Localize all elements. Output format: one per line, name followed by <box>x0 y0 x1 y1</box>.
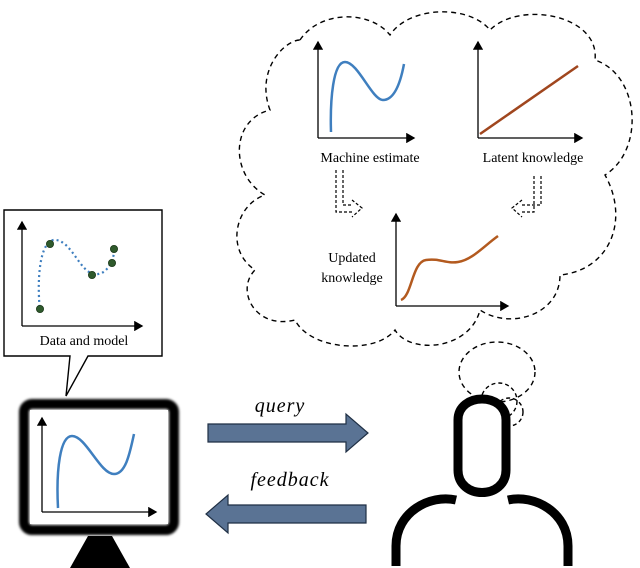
latent-knowledge-label: Latent knowledge <box>483 151 584 166</box>
updated-knowledge-curve <box>400 234 499 302</box>
latent-knowledge-line <box>479 64 579 136</box>
monitor-icon <box>19 399 179 568</box>
data-and-model-label: Data and model <box>40 334 129 349</box>
feedback-label: feedback <box>250 469 329 491</box>
query-arrow: query <box>207 395 369 454</box>
latent-knowledge-plot: Latent knowledge <box>472 40 584 166</box>
monitor-screen-curve <box>56 433 136 509</box>
data-model-callout: Data and model <box>3 209 163 397</box>
thought-cloud <box>236 11 633 427</box>
updated-knowledge-plot: Updated knowledge <box>321 212 510 312</box>
merge-arrow-left <box>335 170 363 218</box>
model-fit-curve <box>37 238 117 313</box>
merge-arrow-right <box>511 176 542 218</box>
updated-knowledge-label-2: knowledge <box>321 271 382 286</box>
updated-knowledge-label-1: Updated <box>328 251 375 266</box>
data-points <box>36 239 119 313</box>
machine-estimate-plot: Machine estimate <box>312 40 420 166</box>
person-icon <box>391 394 573 566</box>
thought-bubble-large <box>458 341 536 403</box>
feedback-arrow: feedback <box>205 469 367 535</box>
monitor-stand <box>70 536 130 568</box>
machine-estimate-label: Machine estimate <box>320 151 419 166</box>
machine-estimate-curve <box>329 60 406 133</box>
query-label: query <box>255 395 306 417</box>
